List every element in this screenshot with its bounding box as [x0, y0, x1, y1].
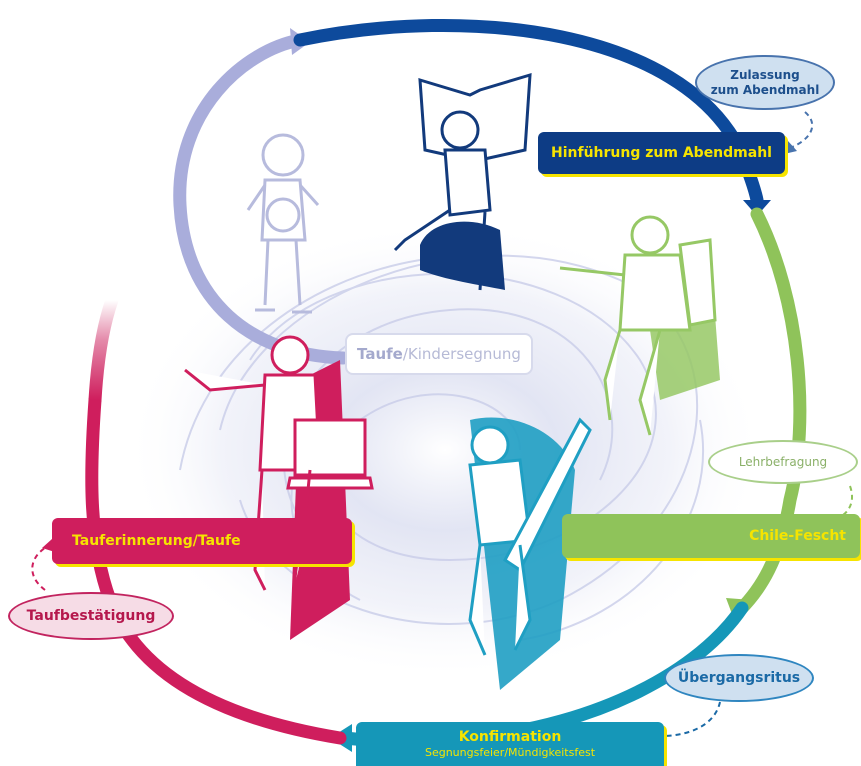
node-lehrbefragung: Lehrbefragung [708, 440, 858, 484]
node-konfirmation: Konfirmation Segnungsfeier/Mündigkeitsfe… [356, 722, 664, 766]
girl-with-book-figure [393, 72, 532, 291]
node-taufe-kindersegnung: Taufe/Kindersegnung [345, 333, 533, 375]
taufe-label: Taufe [357, 344, 403, 363]
taufbestaetigung-label: Taufbestätigung [26, 608, 156, 624]
konfirmation-label: Konfirmation [458, 729, 562, 745]
konfirmation-sublabel: Segnungsfeier/Mündigkeitsfest [424, 746, 596, 759]
uebergangsritus-connector [664, 701, 721, 737]
chile-fescht-label: Chile-Fescht [749, 528, 846, 544]
man-with-computer-figure [184, 335, 374, 640]
zulassung-connector [789, 111, 814, 149]
zulassung-label-line1: Zulassung [730, 67, 800, 82]
lavender-arc [173, 33, 350, 365]
node-hinfuehrung-zum-abendmahl: Hinführung zum Abendmahl [538, 132, 785, 174]
taufbestaetigung-connector [31, 544, 51, 591]
node-uebergangsritus: Übergangsritus [664, 654, 814, 702]
node-taufbestaetigung: Taufbestätigung [8, 592, 174, 640]
guitarist-figure [468, 417, 592, 690]
zulassung-label-line2: zum Abendmahl [710, 82, 820, 97]
lehrbefragung-label: Lehrbefragung [738, 455, 828, 469]
node-zulassung-zum-abendmahl: Zulassung zum Abendmahl [695, 55, 835, 110]
lehrbefragung-connector [842, 485, 853, 516]
node-tauferinnerung-taufe: Tauferinnerung/Taufe [52, 518, 352, 564]
hinfuehrung-label: Hinführung zum Abendmahl [551, 145, 772, 161]
child-figure [246, 133, 320, 314]
tauferinnerung-label: Tauferinnerung/Taufe [72, 533, 241, 549]
youth-with-backpack-figure [559, 215, 720, 436]
node-chile-fescht: Chile-Fescht [562, 514, 860, 558]
pink-fade-arc [88, 293, 119, 407]
blue-arc [293, 18, 764, 207]
uebergangsritus-label: Übergangsritus [677, 670, 801, 686]
kindersegnung-label: /Kindersegnung [402, 344, 521, 363]
